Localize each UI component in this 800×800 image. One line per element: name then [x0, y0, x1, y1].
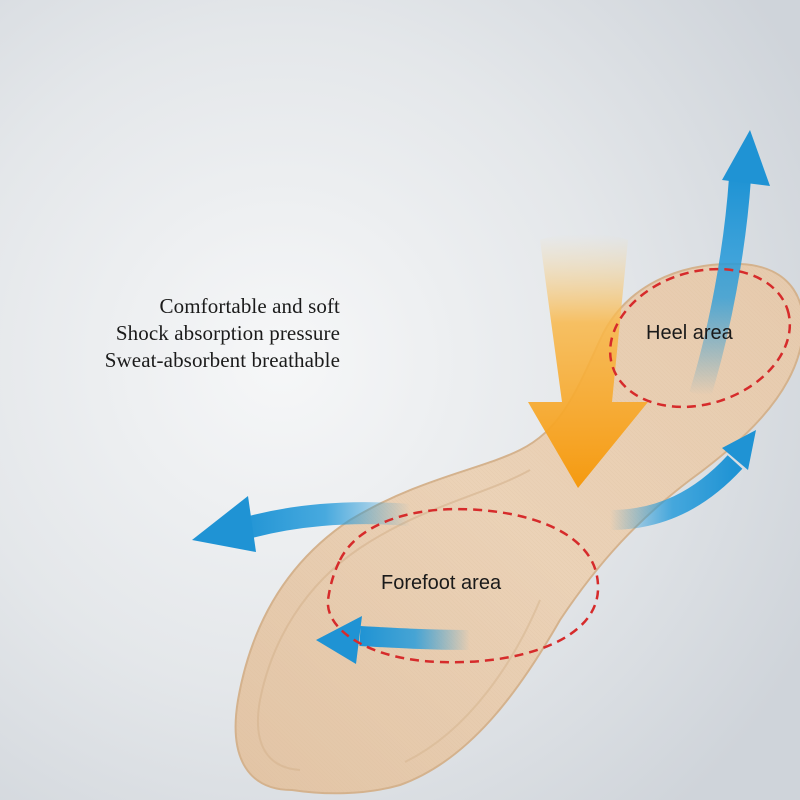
pressure-arrow-icon	[528, 234, 648, 488]
forefoot-area-outline	[326, 507, 600, 664]
airflow-arrow-left-icon	[192, 496, 411, 552]
airflow-arrow-left-lower-icon	[316, 616, 471, 664]
forefoot-area-label: Forefoot area	[381, 572, 502, 594]
heel-area-label: Heel area	[646, 322, 733, 344]
feature-item: Comfortable and soft	[159, 294, 340, 318]
feature-item: Sweat-absorbent breathable	[104, 348, 340, 372]
airflow-arrow-up-icon	[689, 130, 770, 399]
feature-item: Shock absorption pressure	[115, 321, 340, 345]
feature-list: Comfortable and soft Shock absorption pr…	[40, 293, 340, 374]
airflow-arrow-right-icon	[609, 430, 756, 530]
heel-area-outline	[608, 267, 792, 409]
